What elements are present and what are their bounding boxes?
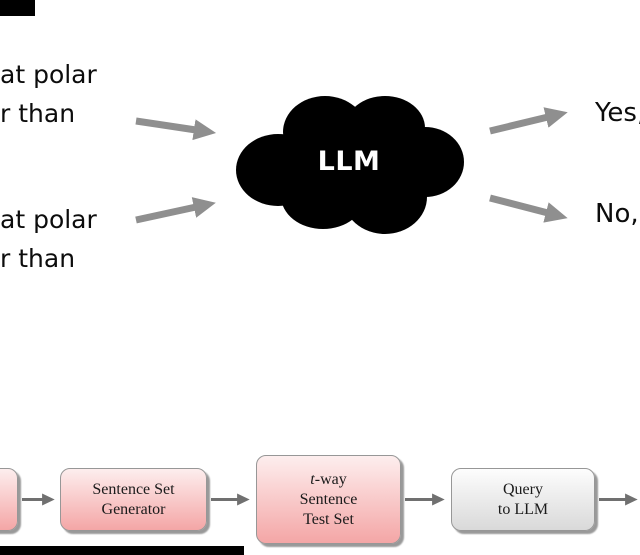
flow-box-partial xyxy=(0,468,18,531)
box-line: Test Set xyxy=(303,510,354,528)
box-line: Query xyxy=(503,480,543,498)
top-left-black-bar xyxy=(0,0,35,16)
prompt-line: at polar xyxy=(0,205,97,234)
cloud-shape xyxy=(236,96,464,234)
arrow-prompt2-to-llm xyxy=(135,197,216,224)
prompt-line: at polar xyxy=(0,60,97,89)
llm-cloud-label: LLM xyxy=(317,145,381,177)
box-line: Sentence xyxy=(299,490,358,508)
flow-box-query-to-llm: Query to LLM xyxy=(451,468,595,531)
flow-box-sentence-set-generator: Sentence Set Generator xyxy=(60,468,207,531)
flow-box-tway-sentence-test-set: t-way Sentence Test Set xyxy=(256,455,401,544)
bottom-left-black-bar xyxy=(0,546,244,555)
output-yes-label: Yes, xyxy=(595,98,640,128)
box-line-rest: -way xyxy=(314,470,347,488)
arrow-llm-to-no xyxy=(489,194,568,223)
box-line: Sentence Set xyxy=(92,480,175,498)
box-line: Generator xyxy=(101,500,166,518)
prompt-text-1: at polar r than xyxy=(0,55,97,133)
output-no-label: No, xyxy=(595,199,639,229)
arrow-llm-to-yes xyxy=(489,107,568,135)
box-line-italic-t: t xyxy=(310,470,315,488)
prompt-line: r than xyxy=(0,244,76,273)
llm-cloud: LLM xyxy=(233,90,465,236)
box-line: to LLM xyxy=(497,500,549,518)
prompt-text-2: at polar r than xyxy=(0,200,97,278)
prompt-line: r than xyxy=(0,99,76,128)
box-line: t-way xyxy=(310,470,346,490)
arrow-prompt1-to-llm xyxy=(135,117,217,141)
